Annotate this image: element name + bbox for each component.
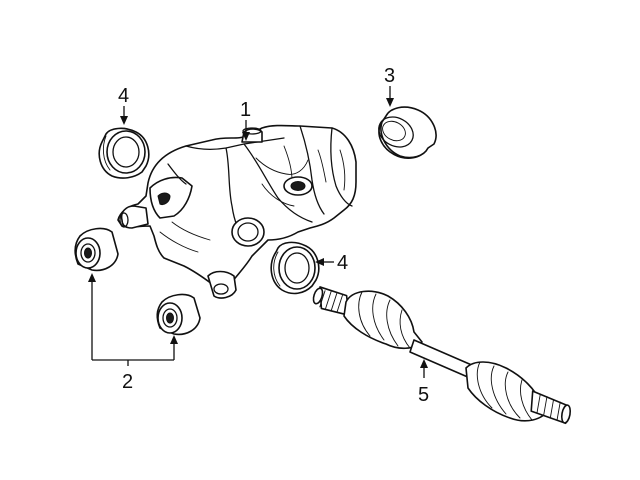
output-seal (378, 106, 437, 159)
leader-4b (315, 258, 334, 266)
axle-shaft (312, 286, 572, 425)
callout-1: 1 (240, 99, 251, 121)
leader-5 (420, 359, 428, 378)
callout-5: 5 (418, 384, 429, 406)
leader-2 (88, 273, 178, 366)
differential-housing (117, 124, 357, 299)
bearing-upper-left (98, 127, 150, 179)
leader-4a (120, 106, 128, 125)
leader-3 (386, 86, 394, 107)
leader-1 (242, 120, 250, 141)
callout-4-upper: 4 (118, 85, 129, 107)
bearing-right (270, 241, 320, 295)
mount-bushing-left (74, 227, 119, 272)
callout-3: 3 (384, 65, 395, 87)
callout-2: 2 (122, 371, 133, 393)
mount-bushing-right (156, 293, 201, 336)
callout-4-right: 4 (337, 252, 348, 274)
